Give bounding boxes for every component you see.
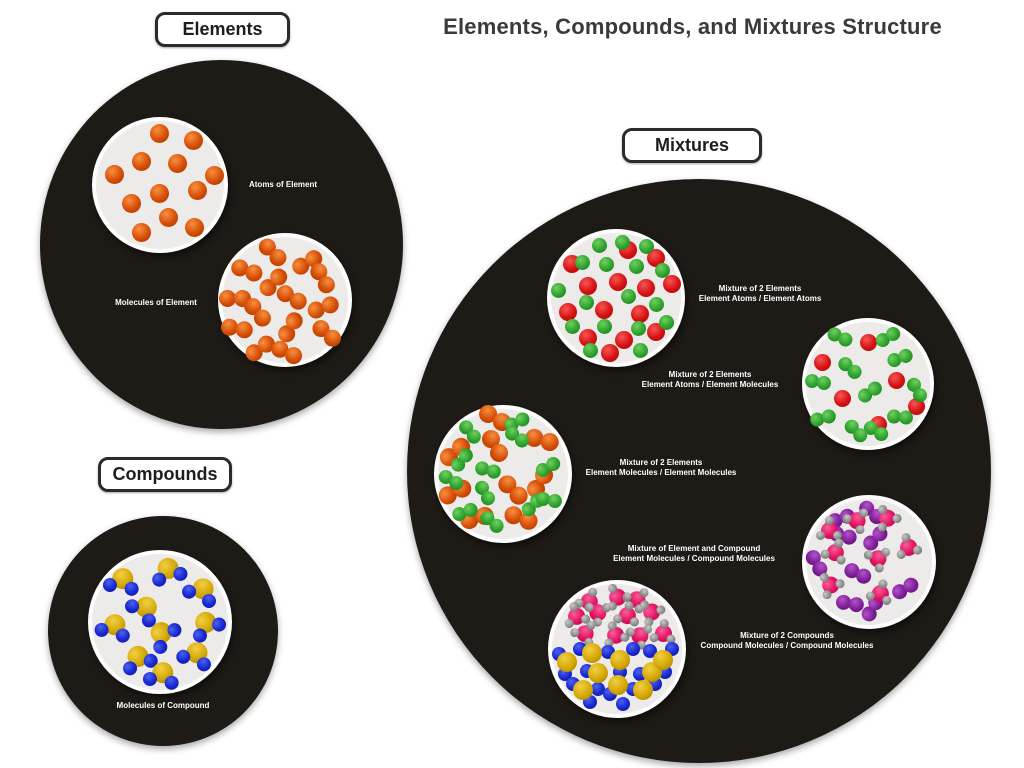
dish-element-molecules [218,233,352,367]
green-atom [582,342,598,358]
dish-mixture-element-compound [802,495,936,629]
orange-atom [121,193,141,213]
elements-section-label: Elements [155,12,290,47]
gray-atom [658,618,669,628]
gold-atom [588,663,608,683]
orange-atom [131,222,151,242]
green-atom [632,342,648,358]
green-atom [564,318,580,334]
gold-atom [608,675,628,695]
green-atom [654,262,670,278]
green-atom [550,282,566,298]
gray-atom [835,553,848,566]
gray-atom [833,530,842,540]
gold-atom [573,680,593,700]
green-atom [614,234,630,250]
orange-atom [131,151,151,171]
blue-atom [123,580,140,597]
gray-atom [881,594,893,606]
gray-atom [629,616,640,627]
orange-atom [167,153,187,173]
gray-atom [649,632,659,643]
green-atom [630,320,646,336]
orange-atom [149,123,169,143]
green-atom [658,314,674,330]
red-atom [631,305,649,323]
orange-atom [104,164,124,184]
green-atom [546,492,563,510]
elements-group-circle [40,60,403,429]
gold-atom [653,650,673,670]
label-atoms-of-element: Atoms of Element [248,180,318,189]
gray-atom [816,530,825,540]
blue-atom [114,627,132,645]
gray-atom [623,599,634,611]
orange-atom [204,165,224,185]
dish-mixture-atoms-atoms [547,229,685,367]
dish-element-atoms [92,117,228,253]
red-atom [615,331,633,349]
green-atom [591,237,607,253]
gold-atom [633,680,653,700]
red-atom [601,344,619,362]
dish-mixture-compound-compound [548,580,686,718]
green-atom [578,294,594,310]
blue-atom [591,682,605,696]
gray-atom [824,515,834,525]
red-atom [813,353,831,371]
gray-atom [911,544,924,556]
green-atom [596,318,612,334]
gold-atom [582,643,602,663]
label-molecules-of-compound: Molecules of Compound [116,701,210,710]
label-molecules-of-element: Molecules of Element [115,298,197,307]
green-atom [620,288,636,304]
red-atom [579,277,597,295]
orange-atom [158,207,178,227]
compounds-section-label: Compounds [98,457,232,492]
blue-atom [171,565,190,583]
red-atom [833,389,851,407]
gold-atom [557,652,577,672]
orange-atom [149,183,169,203]
red-atom [637,279,655,297]
red-atom [595,301,613,319]
blue-atom [163,674,180,691]
green-atom [898,409,914,426]
green-atom [628,258,644,274]
red-atom [887,371,905,389]
red-atom [609,273,627,291]
mixtures-section-label: Mixtures [622,128,762,163]
gold-atom [610,650,630,670]
page-title: Elements, Compounds, and Mixtures Struct… [443,14,942,39]
orange-atom [184,217,204,237]
orange-atom [187,180,207,200]
green-atom [638,238,654,254]
red-atom [859,333,877,351]
green-atom [815,374,832,392]
dish-mixture-molecules-molecules [434,401,572,543]
red-atom [663,275,681,293]
orange-atom [183,130,203,150]
green-atom [648,296,664,312]
blue-atom [616,697,630,711]
blue-atom [626,642,640,656]
green-atom [574,254,590,270]
dish-compound-molecules [88,550,232,694]
dish-mixture-atoms-molecules [802,318,934,450]
red-atom [559,303,577,321]
green-atom [598,256,614,272]
orange-atom [219,289,237,307]
